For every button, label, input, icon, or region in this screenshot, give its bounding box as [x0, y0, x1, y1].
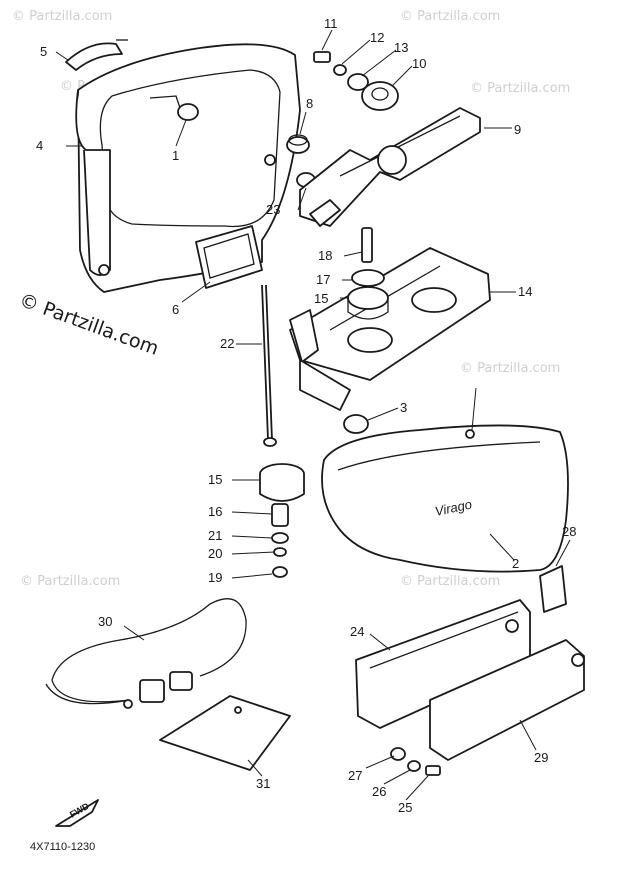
callout-6: 6	[172, 302, 179, 317]
callout-1: 1	[172, 148, 179, 163]
bracket-part-14	[289, 247, 491, 411]
grommet-part-8	[286, 134, 310, 154]
damper-part-10	[361, 81, 399, 111]
callout-12: 12	[370, 30, 384, 45]
fwd-arrow-icon: FWD	[55, 799, 99, 827]
collar-part-13	[347, 73, 369, 91]
watermark: © Partzilla.com	[20, 574, 120, 589]
callout-2: 2	[512, 556, 519, 571]
callout-25: 25	[398, 800, 412, 815]
callout-31: 31	[256, 776, 270, 791]
callout-29: 29	[534, 750, 548, 765]
callout-labels: 4 5 1 6 8 9 10 11 12 13 14 15 17 18 22 2…	[36, 16, 576, 815]
cover-part-29	[429, 639, 585, 761]
pad-part-28	[539, 565, 567, 613]
watermark-prominent: © Partzilla.com	[16, 289, 161, 360]
callout-15-lower: 15	[208, 472, 222, 487]
callout-24: 24	[350, 624, 364, 639]
callout-26: 26	[372, 784, 386, 799]
callout-20: 20	[208, 546, 222, 561]
callout-27: 27	[348, 768, 362, 783]
callout-11: 11	[324, 16, 338, 31]
callout-4: 4	[36, 138, 43, 153]
watermark: © Partzilla.com	[400, 9, 500, 24]
side-cover-part-4	[75, 43, 301, 293]
hose-part-30	[45, 598, 247, 709]
leader-lines	[55, 29, 571, 801]
plate-part-6	[195, 225, 263, 289]
callout-19: 19	[208, 570, 222, 585]
callout-13: 13	[394, 40, 408, 55]
callout-17: 17	[316, 272, 330, 287]
callout-10: 10	[412, 56, 426, 71]
mat-part-31	[159, 695, 291, 771]
bolt-part-22	[261, 284, 277, 447]
callout-3: 3	[400, 400, 407, 415]
callout-8: 8	[306, 96, 313, 111]
bolt-part-25	[425, 765, 441, 776]
washer-part-12	[333, 64, 347, 76]
grommet-part-3	[343, 414, 369, 434]
callout-14: 14	[518, 284, 532, 299]
watermark: © Partzilla.com	[12, 9, 112, 24]
drawing-code: 4X7110-1230	[30, 841, 95, 853]
damper-part-15-lower	[259, 463, 305, 502]
callout-16: 16	[208, 504, 222, 519]
tank-part-2: Virago	[321, 424, 569, 573]
washer-part-27	[390, 747, 406, 761]
bolt-part-11	[313, 51, 331, 63]
callout-28: 28	[562, 524, 576, 539]
bracket-part-9	[299, 107, 481, 227]
collar-part-17	[351, 269, 385, 287]
callout-5: 5	[40, 44, 47, 59]
clip-part-5	[65, 39, 128, 71]
watermark: © Partzilla.com	[400, 574, 500, 589]
nut-part-19	[272, 566, 288, 578]
collar-part-16	[271, 503, 289, 527]
callout-30: 30	[98, 614, 112, 629]
washer-part-26	[407, 760, 421, 772]
washer-part-20	[273, 547, 287, 557]
washer-part-21	[271, 532, 289, 544]
callout-21: 21	[208, 528, 222, 543]
callout-18: 18	[318, 248, 332, 263]
bolt-part-18	[361, 227, 373, 263]
callout-9: 9	[514, 122, 521, 137]
callout-15-upper: 15	[314, 291, 328, 306]
watermark: © Partzilla.com	[470, 81, 570, 96]
callout-22: 22	[220, 336, 234, 351]
watermark: © Partzilla.com	[460, 361, 560, 376]
callout-23: 23	[266, 202, 280, 217]
